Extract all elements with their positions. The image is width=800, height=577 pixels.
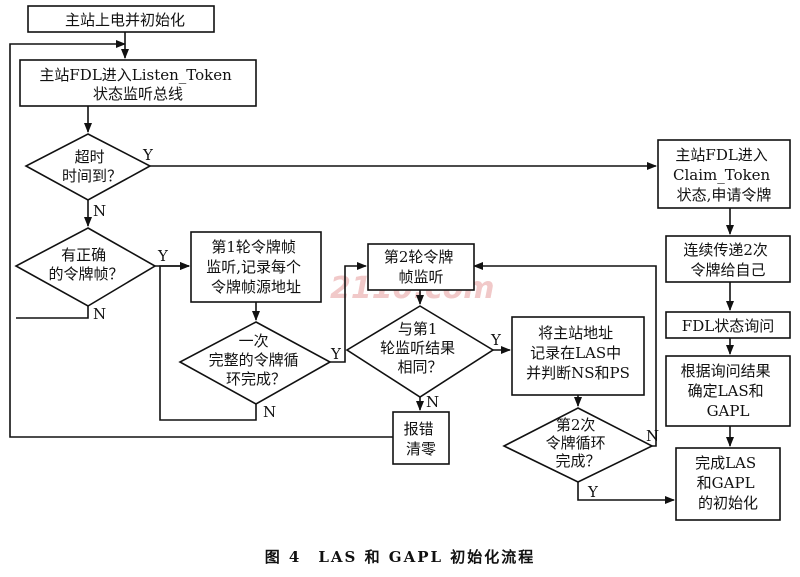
label-same-yes: Y — [490, 331, 502, 349]
node-cycle2-text: 第2次 令牌循环 完成？ — [546, 416, 611, 470]
node-round2: 第2轮令牌 帧监听 — [367, 243, 475, 291]
edge-frame-no-loop — [16, 306, 89, 319]
node-round1-text: 第1轮令牌帧 监听,记录每个 令牌帧源地址 — [206, 238, 306, 296]
edge-cycle1-round2 — [330, 262, 367, 363]
edge-loop-to-listen — [9, 40, 393, 438]
node-start: 主站上电并初始化 — [27, 5, 215, 33]
node-start-text: 主站上电并初始化 — [65, 11, 185, 29]
node-done-text: 完成LAS 和GAPL 的初始化 — [695, 454, 761, 512]
node-cycle1-text: 一次 完整的令牌循 环完成？ — [209, 332, 304, 388]
node-determine-text: 根据询问结果 确定LAS和 GAPL — [681, 362, 776, 420]
node-error-text: 报错 清零 — [404, 420, 439, 458]
label-frame-yes: Y — [157, 247, 169, 265]
node-same: 与第1 轮监听结果 相同？ — [345, 305, 495, 398]
node-done: 完成LAS 和GAPL 的初始化 — [675, 447, 781, 521]
node-record-text: 将主站地址 记录在LAS中 并判断NS和PS — [526, 324, 630, 382]
edge-cycle1-no-loop — [159, 262, 257, 421]
edge-cycle2-no-loop — [473, 262, 657, 447]
node-claim-text: 主站FDL进入 Claim_Token 状态,申请令牌 — [673, 146, 775, 204]
node-claim: 主站FDL进入 Claim_Token 状态,申请令牌 — [657, 139, 791, 209]
node-timeout: 超时 时间到？ — [24, 133, 152, 201]
label-cycle2-yes: Y — [587, 483, 599, 501]
edge-cycle2-done — [577, 482, 675, 504]
node-round1: 第1轮令牌帧 监听,记录每个 令牌帧源地址 — [190, 231, 322, 303]
node-cycle2: 第2次 令牌循环 完成？ — [502, 407, 654, 483]
label-cycle2-no: N — [646, 427, 659, 445]
node-listen-text: 主站FDL进入Listen_Token 状态监听总线 — [39, 66, 236, 103]
label-same-no: N — [426, 393, 439, 411]
node-cycle1: 一次 完整的令牌循 环完成？ — [178, 321, 332, 405]
label-timeout-no: N — [93, 202, 106, 220]
node-correct-frame: 有正确 的令牌帧？ — [14, 227, 157, 307]
node-query: FDL状态询问 — [665, 311, 791, 339]
node-pass: 连续传递2次 令牌给自己 — [665, 235, 791, 283]
node-pass-text: 连续传递2次 令牌给自己 — [683, 241, 772, 279]
label-frame-no: N — [93, 305, 106, 323]
node-correct-frame-text: 有正确 的令牌帧？ — [48, 246, 123, 283]
node-determine: 根据询问结果 确定LAS和 GAPL — [665, 355, 791, 427]
label-cycle1-no: N — [263, 403, 276, 421]
node-same-text: 与第1 轮监听结果 相同？ — [380, 320, 460, 376]
node-listen: 主站FDL进入Listen_Token 状态监听总线 — [19, 59, 257, 107]
node-round2-text: 第2轮令牌 帧监听 — [384, 248, 458, 286]
label-cycle1-yes: Y — [330, 345, 342, 363]
label-timeout-yes: Y — [142, 146, 154, 164]
node-timeout-text: 超时 时间到？ — [62, 148, 122, 185]
figure-caption: 图 4 LAS 和 GAPL 初始化流程 — [265, 548, 536, 566]
node-error: 报错 清零 — [392, 411, 450, 465]
node-query-text: FDL状态询问 — [682, 317, 774, 335]
node-record: 将主站地址 记录在LAS中 并判断NS和PS — [511, 316, 645, 396]
